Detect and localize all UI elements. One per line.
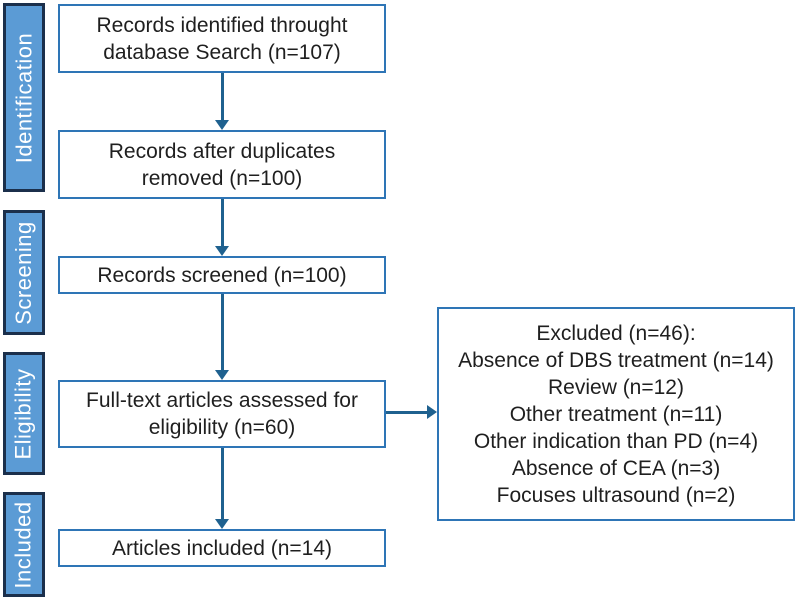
flow-box-duplicates-removed: Records after duplicates removed (n=100): [58, 130, 386, 199]
stage-label-eligibility: Eligibility: [3, 352, 45, 475]
flow-box-text: Articles included (n=14): [111, 536, 333, 560]
arrow-line-fulltext-to-excluded: [386, 411, 427, 414]
arrow-down-icon: [215, 246, 229, 256]
arrow-line-identified-to-duplicates: [221, 73, 224, 120]
stage-label-text: Identification: [11, 32, 36, 163]
arrow-down-icon: [215, 370, 229, 380]
flow-box-fulltext-assessed: Full-text articles assessed for eligibil…: [58, 380, 386, 448]
arrow-down-icon: [215, 120, 229, 130]
flow-box-text: Records identified throught database Sea…: [96, 13, 348, 64]
stage-label-screening: Screening: [3, 210, 45, 335]
stage-label-included: Included: [3, 492, 45, 597]
flow-box-records-screened: Records screened (n=100): [58, 256, 386, 294]
flow-box-articles-included: Articles included (n=14): [58, 529, 386, 567]
flow-box-text: Records after duplicates removed (n=100): [108, 139, 336, 190]
flow-box-text: Full-text articles assessed for eligibil…: [86, 389, 358, 439]
flow-box-text: Records screened (n=100): [97, 263, 347, 287]
stage-label-text: Included: [11, 500, 36, 589]
arrow-right-icon: [427, 405, 437, 419]
arrow-line-screened-to-fulltext: [221, 294, 224, 370]
arrow-line-duplicates-to-screened: [221, 199, 224, 246]
arrow-line-fulltext-to-included: [221, 448, 224, 519]
stage-label-text: Eligibility: [11, 367, 36, 460]
excluded-box-text: Excluded (n=46): Absence of DBS treatmen…: [458, 321, 774, 507]
flow-box-records-identified: Records identified throught database Sea…: [58, 4, 386, 73]
stage-label-identification: Identification: [3, 3, 45, 192]
excluded-box: Excluded (n=46): Absence of DBS treatmen…: [437, 307, 795, 521]
stage-label-text: Screening: [11, 220, 37, 325]
arrow-down-icon: [215, 519, 229, 529]
